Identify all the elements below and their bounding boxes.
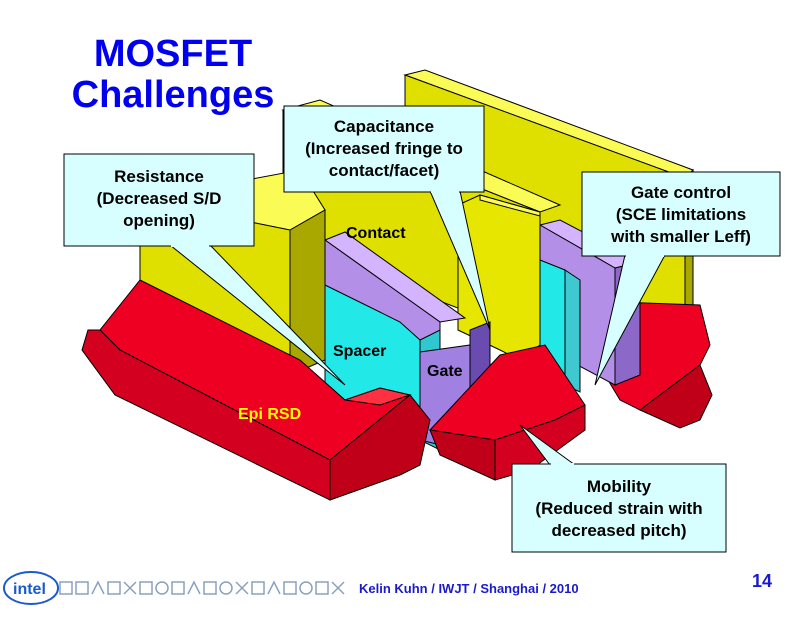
intel-logo-text: intel [13, 581, 46, 598]
epi-block-front [81, 279, 431, 501]
footer-citation: Kelin Kuhn / IWJT / Shanghai / 2010 [359, 581, 579, 596]
epi-rsd-label: Epi RSD [238, 406, 301, 423]
slide-title: MOSFET Challenges [58, 34, 288, 116]
callout-capacitance [283, 105, 491, 331]
callout-resistance [63, 153, 346, 386]
callout-resistance-line1: Resistance [114, 167, 204, 186]
title-line-2: Challenges [71, 74, 275, 116]
callout-gate-control-line1: Gate control [630, 183, 732, 202]
callout-mobility-line2: (Reduced strain with [535, 499, 703, 518]
spacer-label: Spacer [333, 343, 386, 360]
page-number: 14 [752, 571, 773, 591]
callout-resistance-line2: (Decreased S/D [96, 189, 222, 208]
decorative-glyph-strip [59, 580, 345, 595]
contact-label: Contact [346, 225, 406, 242]
callout-capacitance-text: Capacitance (Increased fringe to contact… [284, 116, 484, 182]
title-line-1: MOSFET [93, 33, 253, 75]
callout-mobility-text: Mobility (Reduced strain with decreased … [512, 476, 726, 542]
callout-mobility [511, 424, 727, 553]
callout-gate-control-text: Gate control (SCE limitations with small… [582, 182, 780, 248]
callout-resistance-line3: opening) [123, 211, 195, 230]
callout-capacitance-line3: contact/facet) [328, 161, 440, 180]
callout-mobility-line1: Mobility [586, 477, 652, 496]
callout-gate-control-line2: (SCE limitations [615, 205, 747, 224]
gate-label: Gate [427, 363, 463, 380]
intel-logo: intel [3, 571, 59, 605]
callout-capacitance-line1: Capacitance [333, 117, 435, 136]
callout-gate-control [581, 171, 781, 386]
callout-gate-control-line3: with smaller Leff) [611, 227, 751, 246]
callout-resistance-text: Resistance (Decreased S/D opening) [64, 166, 254, 232]
callout-mobility-line3: decreased pitch) [551, 521, 687, 540]
callout-capacitance-line2: (Increased fringe to [305, 139, 463, 158]
